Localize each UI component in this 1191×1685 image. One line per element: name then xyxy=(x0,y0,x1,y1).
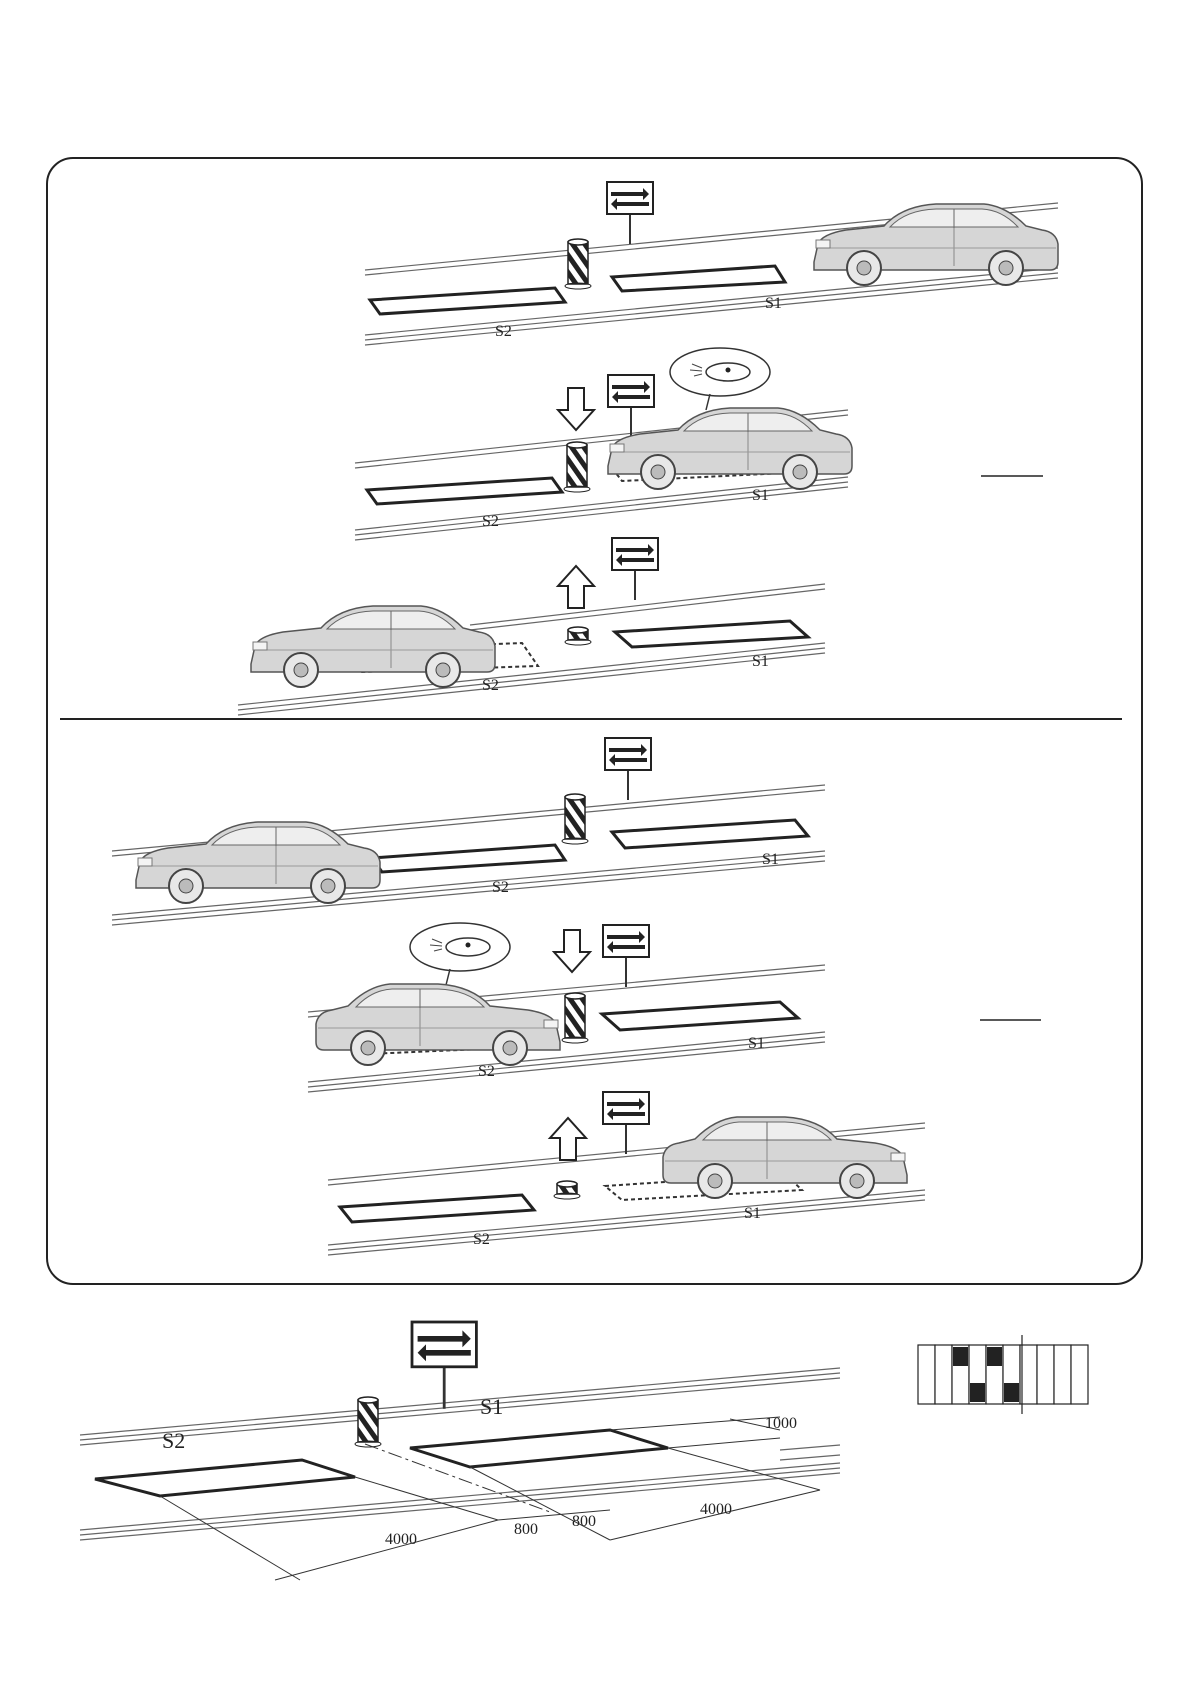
car-icon xyxy=(608,408,852,489)
two-way-sign-icon xyxy=(603,925,649,987)
loop-label-s2: S2 xyxy=(473,1231,490,1248)
loop-label-s2: S2 xyxy=(478,1063,495,1080)
dip-switch xyxy=(918,1335,1088,1414)
loop-s1 xyxy=(615,621,808,647)
dimension-800-b: 800 xyxy=(572,1513,596,1530)
two-way-sign-icon xyxy=(603,1092,649,1154)
dip-switch-slot-10 xyxy=(1071,1345,1088,1404)
dip-switch-lever-5 xyxy=(987,1347,1002,1366)
scenario-panel xyxy=(47,158,1142,1284)
two-way-sign-icon xyxy=(605,738,651,800)
dimension-4000-s2: 4000 xyxy=(385,1531,417,1548)
bollard-icon xyxy=(564,442,590,492)
two-way-sign-icon xyxy=(607,182,653,244)
dip-switch-slot-8 xyxy=(1037,1345,1054,1404)
car-icon xyxy=(316,984,560,1065)
loop-label-s1: S1 xyxy=(744,1205,761,1222)
loop-s1 xyxy=(410,1430,668,1467)
loop-s2 xyxy=(95,1460,355,1496)
dip-switch-lever-4 xyxy=(970,1383,985,1402)
loop-label-s1: S1 xyxy=(752,653,769,670)
car-icon xyxy=(251,606,495,687)
two-way-sign-icon xyxy=(608,375,654,437)
loop-s2 xyxy=(372,845,565,872)
loop-label-s2: S2 xyxy=(482,677,499,694)
bollard-icon xyxy=(562,794,588,844)
arrow-down-icon xyxy=(554,930,590,972)
scene-bottom-3: S2 S1 xyxy=(328,1092,925,1255)
dip-switch-lever-3 xyxy=(953,1347,968,1366)
scene-bottom-1: S2 S1 xyxy=(112,738,825,925)
scene-top-3: S2 S1 xyxy=(238,538,825,715)
car-icon xyxy=(663,1117,907,1198)
dip-switch-slot-1 xyxy=(918,1345,935,1404)
dimension-800-a: 800 xyxy=(514,1521,538,1538)
loop-label-s2: S2 xyxy=(162,1428,185,1453)
loop-label-s1: S1 xyxy=(480,1394,503,1419)
loop-label-s2: S2 xyxy=(492,879,509,896)
scene-top-1: S2 S1 xyxy=(365,182,1058,345)
bollard-icon xyxy=(554,1181,580,1199)
car-icon xyxy=(814,204,1058,285)
dip-switch-slot-9 xyxy=(1054,1345,1071,1404)
loop-s1 xyxy=(612,820,808,848)
scene-bottom-2: S2 S1 xyxy=(308,923,1041,1092)
arrow-down-icon xyxy=(558,388,594,430)
bollard-icon xyxy=(355,1397,381,1447)
loop-s1 xyxy=(612,266,785,291)
dip-switch-slot-2 xyxy=(935,1345,952,1404)
loop-s2 xyxy=(370,288,565,314)
loop-label-s2: S2 xyxy=(482,513,499,530)
installation-layout: S2 S1 1000 4000 800 800 4000 xyxy=(80,1322,840,1580)
two-way-sign-icon xyxy=(612,538,658,600)
loop-label-s1: S1 xyxy=(765,295,782,312)
loop-label-s1: S1 xyxy=(752,487,769,504)
loop-label-s1: S1 xyxy=(748,1035,765,1052)
dimension-4000-s1: 4000 xyxy=(700,1501,732,1518)
loop-s2 xyxy=(367,478,562,504)
scene-top-2: S2 S1 xyxy=(355,348,1043,540)
arrow-up-icon xyxy=(550,1118,586,1160)
loop-s2 xyxy=(340,1195,534,1222)
arrow-up-icon xyxy=(558,566,594,608)
dip-switch-lever-6 xyxy=(1004,1383,1019,1402)
bollard-icon xyxy=(562,993,588,1043)
loop-label-s1: S1 xyxy=(762,851,779,868)
remote-control-icon xyxy=(670,348,770,410)
loop-label-s2: S2 xyxy=(495,323,512,340)
bollard-icon xyxy=(565,239,591,289)
two-way-sign-icon xyxy=(412,1322,476,1409)
dimension-1000: 1000 xyxy=(765,1415,797,1432)
loop-s1 xyxy=(602,1002,798,1030)
bollard-icon xyxy=(565,627,591,645)
remote-control-icon xyxy=(410,923,510,985)
